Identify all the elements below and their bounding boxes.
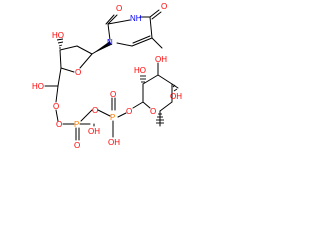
bond bbox=[80, 109, 93, 122]
atom-label: OH bbox=[155, 55, 167, 64]
atom-label: O bbox=[56, 120, 62, 129]
atom-label: O bbox=[74, 141, 80, 150]
bond bbox=[60, 67, 75, 73]
atom-label: HO bbox=[134, 66, 146, 75]
bond bbox=[151, 11, 162, 20]
hashed-bond bbox=[140, 75, 146, 83]
atom-label: O bbox=[53, 102, 59, 111]
atom-label: P bbox=[110, 113, 115, 122]
bond bbox=[76, 45, 93, 55]
bond bbox=[151, 37, 163, 49]
bond bbox=[149, 9, 160, 18]
atom-label: P bbox=[74, 120, 79, 129]
bond bbox=[131, 37, 153, 47]
wedge-bond bbox=[92, 41, 111, 54]
bond bbox=[59, 45, 78, 51]
bond bbox=[107, 19, 131, 25]
bond bbox=[59, 49, 62, 69]
bond bbox=[79, 53, 93, 69]
atom-label: HO bbox=[32, 82, 44, 91]
bond bbox=[171, 83, 179, 89]
bond bbox=[159, 101, 173, 112]
bond bbox=[97, 109, 111, 117]
atom-label: O bbox=[126, 107, 132, 116]
atom-label: O bbox=[92, 106, 98, 115]
bond bbox=[105, 14, 115, 25]
bond bbox=[132, 101, 144, 109]
bond bbox=[132, 35, 151, 44]
bond bbox=[57, 67, 62, 87]
atom-label: O bbox=[161, 2, 167, 11]
bond bbox=[117, 112, 127, 118]
bond bbox=[55, 109, 59, 122]
bond bbox=[107, 14, 118, 25]
atom-label: O bbox=[110, 90, 116, 99]
bond bbox=[116, 42, 133, 47]
bond bbox=[107, 23, 111, 41]
bond bbox=[142, 101, 151, 109]
molecule-drawing: O O NH N HO O HO O O P O OH O P O OH O O… bbox=[32, 2, 182, 150]
atom-label: O bbox=[116, 4, 122, 13]
atom-label: O bbox=[150, 107, 156, 116]
atom-label: HO bbox=[52, 31, 64, 40]
atom-label: O bbox=[75, 68, 81, 77]
atom-label: OH bbox=[88, 127, 100, 136]
atom-label: N bbox=[107, 38, 113, 47]
atom-label: OH bbox=[170, 92, 182, 101]
bond bbox=[149, 16, 153, 39]
structure-diagram: O O NH N HO O HO O O P O OH O P O OH O O… bbox=[0, 0, 184, 166]
atom-label: NH bbox=[130, 14, 142, 23]
atom-label: OH bbox=[108, 138, 120, 147]
bond bbox=[55, 85, 59, 103]
bond bbox=[157, 74, 173, 85]
hashed-bond bbox=[56, 38, 64, 49]
bond bbox=[142, 74, 159, 85]
